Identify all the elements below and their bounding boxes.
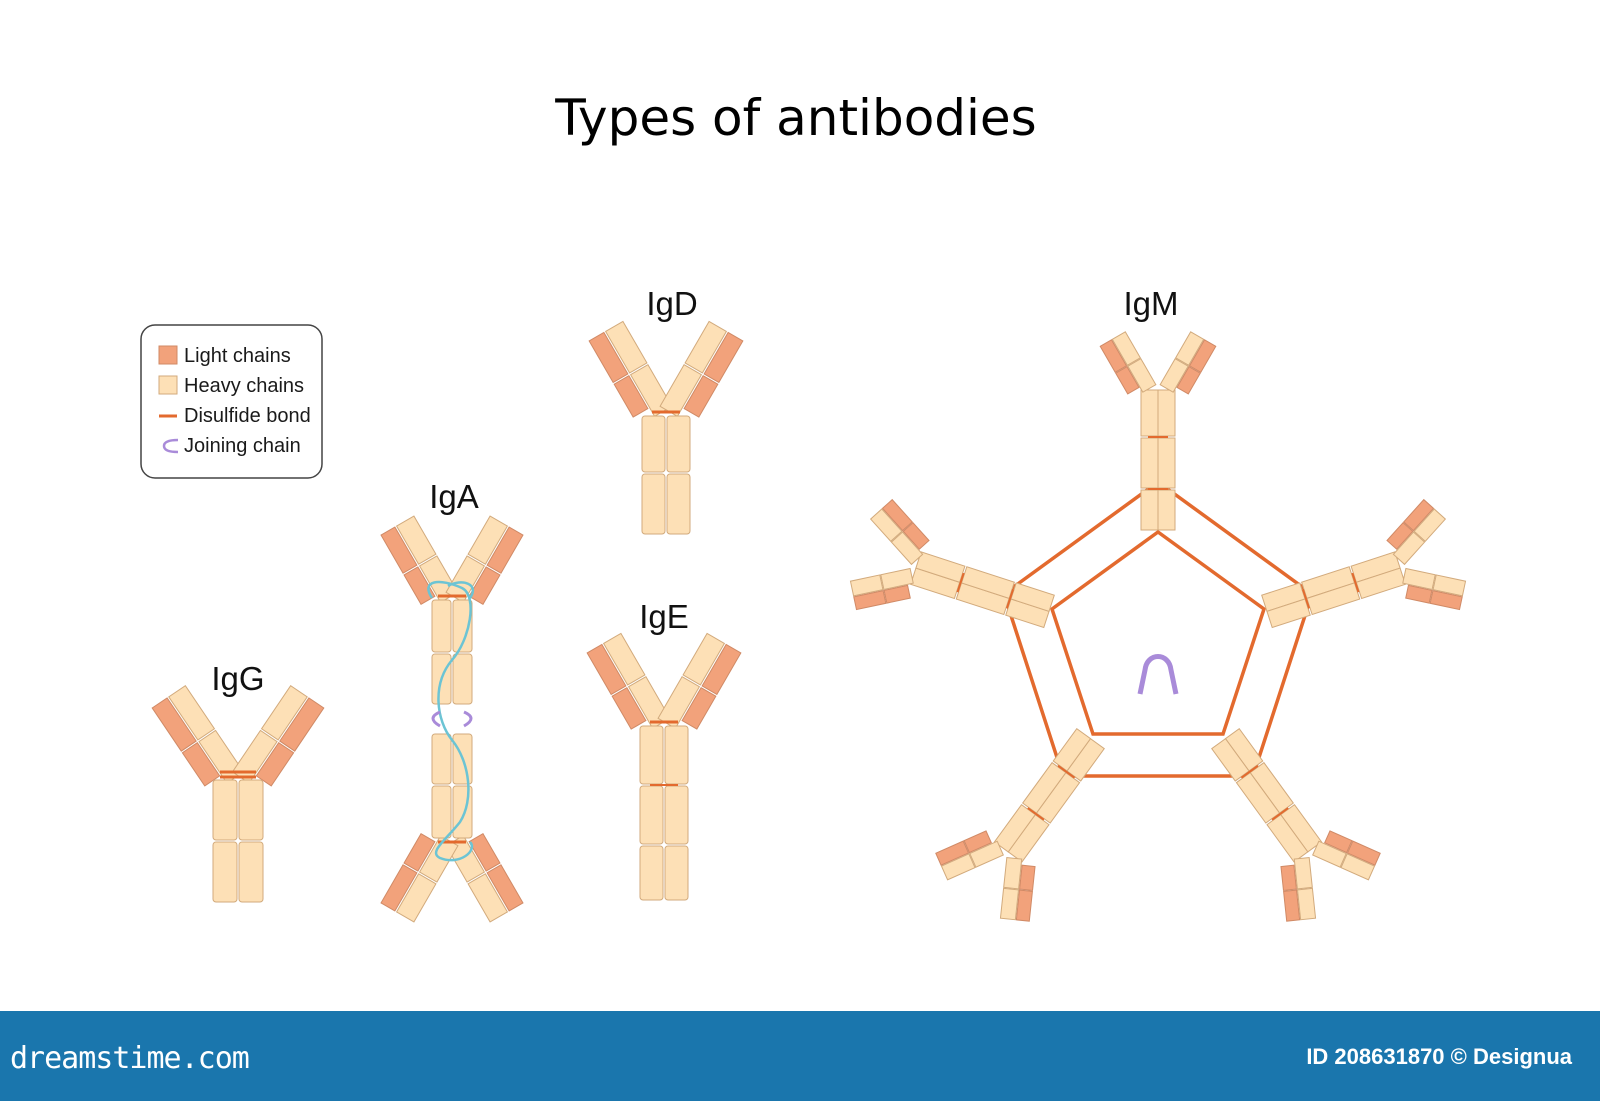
igm-monomer — [1261, 498, 1467, 629]
igm-inner-disulfide-ring — [1049, 529, 1267, 736]
legend-label-joining-chain: Joining chain — [184, 435, 301, 457]
igd-left-arm — [588, 320, 673, 418]
heavy-chain-swatch — [158, 375, 178, 395]
igg-antibody — [151, 684, 325, 903]
label-igm: IgM — [1123, 285, 1178, 322]
iga-joining-chain — [463, 710, 473, 728]
legend-box — [140, 324, 323, 479]
ige-left-arm — [586, 632, 671, 730]
iga-bottom-right-arm — [380, 832, 459, 923]
legend: Light chains Heavy chains Disulfide bond… — [140, 324, 323, 479]
iga-bottom-stem — [431, 733, 473, 839]
antibody-diagram: Types of antibodies Light chains Heavy c… — [140, 89, 1467, 923]
iga-secretory-component — [427, 580, 474, 862]
igd-stem — [641, 415, 691, 535]
ige-stem — [639, 725, 689, 901]
dreamstime-logo: dreamstime.com — [10, 1041, 250, 1076]
igg-stem — [212, 779, 264, 903]
label-igg: IgG — [211, 660, 264, 697]
label-ige: IgE — [639, 598, 689, 635]
igm-outer-disulfide-ring — [1001, 479, 1315, 778]
igm-monomer — [935, 727, 1105, 922]
igd-right-arm — [659, 320, 744, 418]
label-iga: IgA — [429, 478, 479, 515]
image-credit: ID 208631870 © Designua — [1306, 1044, 1572, 1069]
ige-right-arm — [657, 632, 742, 730]
watermark-footer-bar: dreamstime.com ID 208631870 © Designua — [0, 1011, 1600, 1101]
igm-joining-chain — [1137, 654, 1179, 695]
iga-joining-chain — [431, 710, 441, 728]
igg-left-arm — [151, 684, 245, 787]
igm-antibody — [849, 331, 1467, 922]
joining-chain-arc — [162, 438, 179, 454]
legend-label-light-chains: Light chains — [184, 345, 291, 367]
iga-antibody — [380, 515, 524, 923]
legend-label-disulfide-bond: Disulfide bond — [184, 405, 311, 427]
igm-monomer — [849, 498, 1055, 629]
legend-label-heavy-chains: Heavy chains — [184, 375, 304, 397]
igd-antibody — [588, 320, 744, 535]
igg-right-arm — [231, 684, 325, 787]
iga-top-right-arm — [445, 515, 524, 606]
igm-monomer — [1099, 331, 1217, 531]
igm-monomer — [1211, 727, 1381, 922]
ige-antibody — [586, 632, 742, 901]
page-title: Types of antibodies — [554, 89, 1036, 147]
label-igd: IgD — [646, 285, 697, 322]
light-chain-swatch — [158, 345, 178, 365]
iga-secretory-component — [447, 581, 474, 599]
